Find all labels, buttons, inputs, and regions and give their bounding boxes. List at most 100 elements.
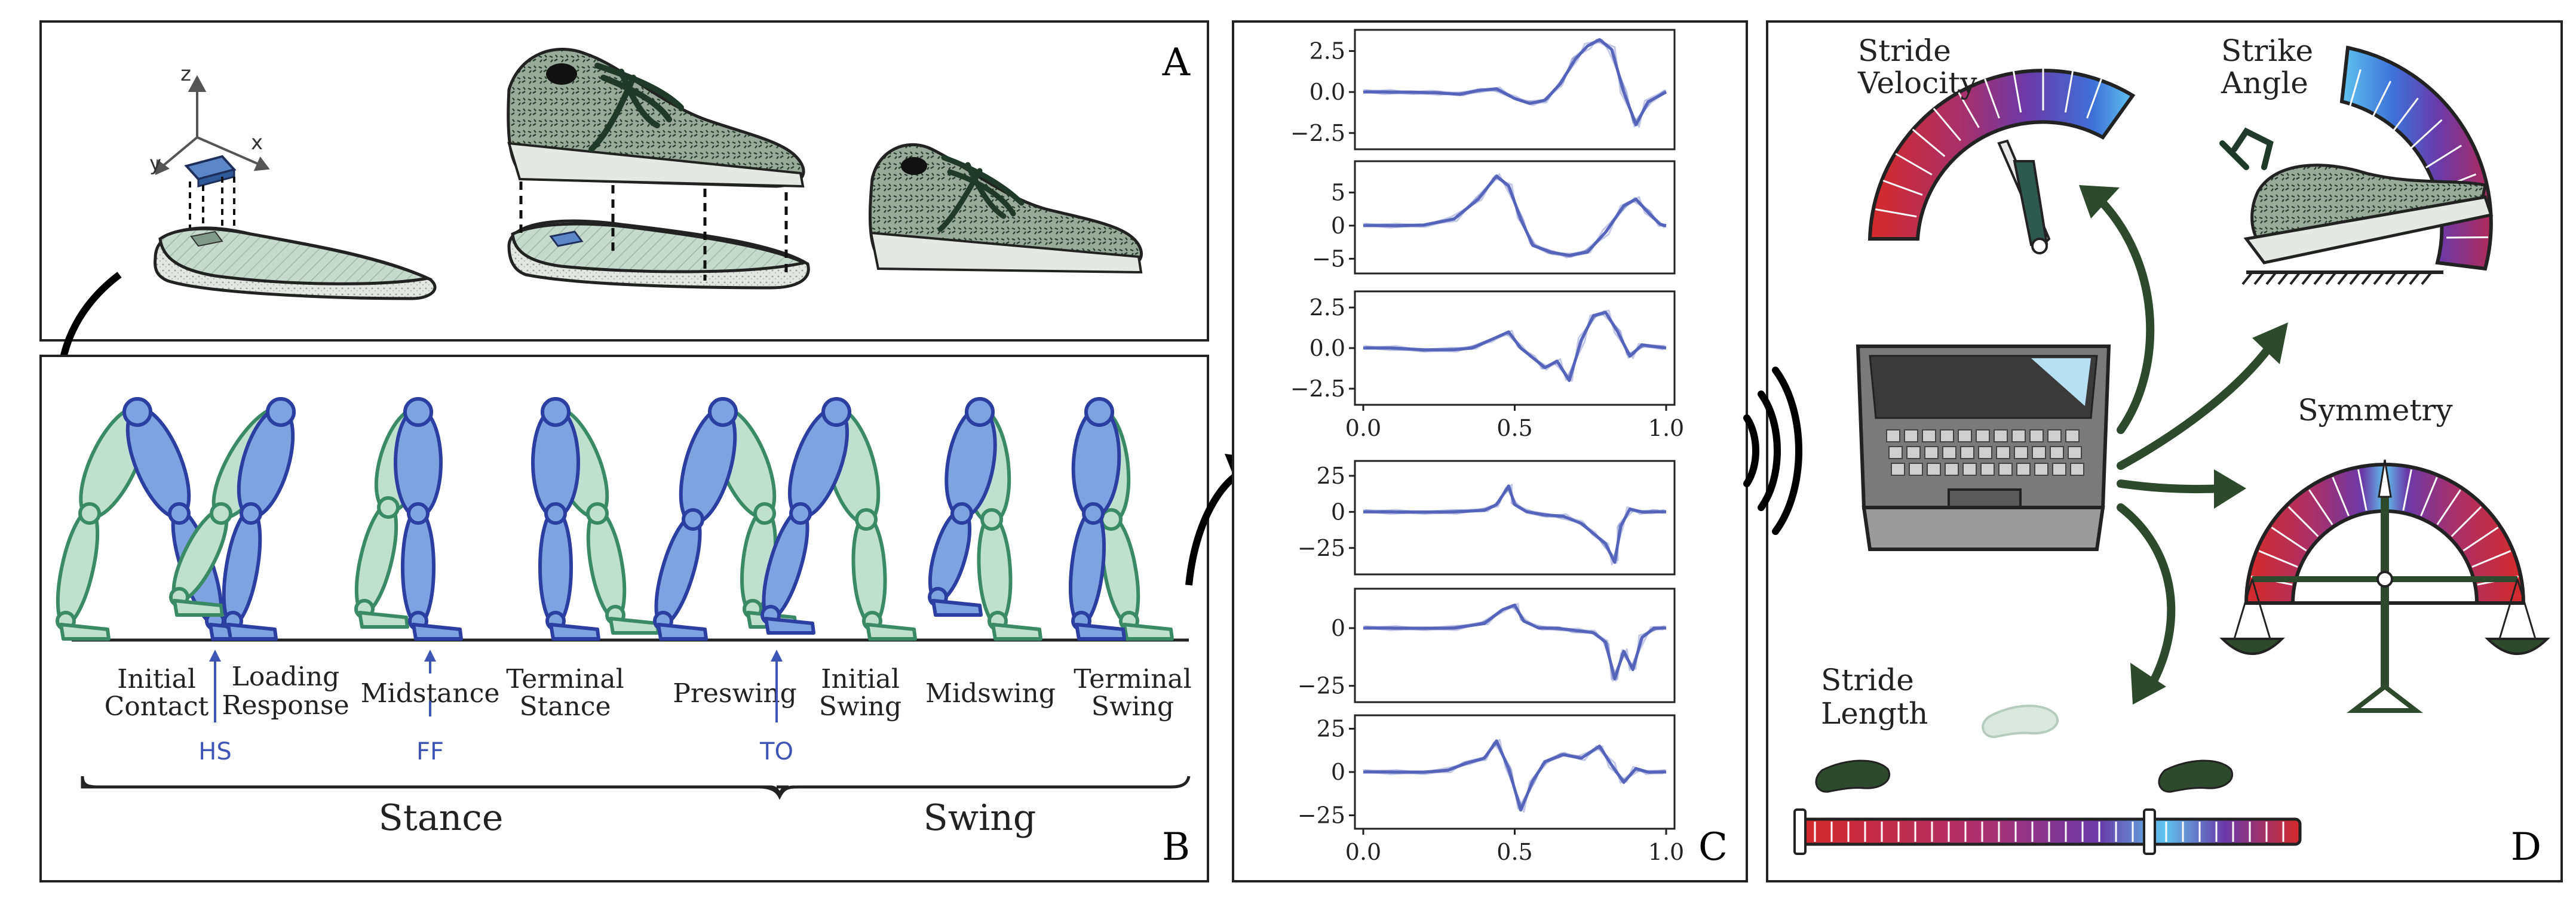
phase-label-initial-contact-2: Contact <box>105 691 209 722</box>
laptop-key <box>2032 446 2046 459</box>
laptop-key <box>1998 463 2013 476</box>
phase-label-midswing: Midswing <box>925 678 1056 709</box>
x-tick-label: 1.0 <box>1648 415 1684 441</box>
event-ff: FF <box>416 738 444 765</box>
gait-pose-4 <box>531 397 660 641</box>
symmetry-label: Symmetry <box>2298 393 2453 428</box>
panel-b-letter: B <box>1162 825 1190 869</box>
footprint-right-icon <box>2158 759 2233 793</box>
y-tick-label: 0 <box>1331 499 1345 525</box>
y-tick-label: 2.5 <box>1310 294 1345 321</box>
stride-velocity-gauge <box>1867 69 2136 254</box>
footprint-left-icon <box>1815 759 1890 793</box>
gait-event-markers <box>209 650 783 722</box>
panel-d-letter: D <box>2511 825 2541 869</box>
signal-trace <box>1363 741 1664 810</box>
phase-label-loading-response-1: Loading <box>232 662 340 692</box>
group-stance: Stance <box>379 797 504 839</box>
laptop-key <box>1940 429 1954 442</box>
event-to: TO <box>759 738 793 765</box>
phase-label-initial-contact-1: Initial <box>117 664 196 694</box>
event-hs: HS <box>198 738 231 765</box>
chart-frame <box>1354 160 1676 275</box>
gait-cycle-legs <box>56 397 1174 641</box>
signal-line <box>1363 310 1667 382</box>
laptop-key <box>1945 463 1959 476</box>
panel-d: D <box>1743 20 2563 882</box>
signal-line <box>1363 174 1667 257</box>
insole-icon <box>154 226 437 300</box>
laptop-key <box>1996 446 2010 459</box>
laptop-key <box>2047 429 2062 442</box>
y-tick-label: −2.5 <box>1290 376 1345 402</box>
panel-c-letter: C <box>1698 825 1728 869</box>
front-leg <box>760 397 851 635</box>
y-tick-label: 0 <box>1331 759 1345 785</box>
shoe-icon <box>868 143 1143 274</box>
y-tick-label: −25 <box>1298 802 1345 829</box>
axes-icon <box>155 75 270 176</box>
laptop-key <box>1994 429 2008 442</box>
laptop-key <box>1891 463 1905 476</box>
gait-pose-3 <box>354 397 463 641</box>
laptop-key <box>2050 446 2064 459</box>
swing-brace <box>778 776 1191 798</box>
y-tick-label: 25 <box>1317 716 1345 742</box>
y-tick-label: 0 <box>1331 213 1345 239</box>
stride-velocity-label-1: Stride <box>1858 33 1951 68</box>
phase-label-loading-response-2: Response <box>222 690 349 721</box>
axis-x-label: x <box>251 131 263 155</box>
laptop-key <box>1976 429 1990 442</box>
front-leg <box>1069 397 1126 641</box>
laptop-key <box>1927 463 1941 476</box>
gait-pose-8 <box>1069 397 1174 641</box>
wireless-signal-icon <box>1743 367 1802 535</box>
y-tick-label: −25 <box>1298 535 1345 561</box>
strike-angle-gauge <box>2219 45 2494 285</box>
signal-chart-1: 2.50.0−2.5 <box>1290 29 1676 150</box>
laptop-key <box>1962 463 1977 476</box>
x-tick-label: 0.0 <box>1345 839 1381 865</box>
laptop-key <box>1960 446 1974 459</box>
phase-label-initial-swing-1: Initial <box>821 664 900 694</box>
stride-velocity-label-2: Velocity <box>1857 66 1977 100</box>
y-tick-label: 25 <box>1317 463 1345 489</box>
laptop-key <box>2052 463 2066 476</box>
laptop-key <box>2029 429 2044 442</box>
front-leg <box>653 397 738 641</box>
phase-label-terminal-stance-2: Stance <box>519 691 611 722</box>
laptop-key <box>1904 429 1918 442</box>
laptop-key <box>2070 463 2084 476</box>
laptop-key <box>1909 463 1923 476</box>
laptop-key <box>1888 446 1903 459</box>
laptop-key <box>2016 463 2031 476</box>
symmetry-needle <box>2378 459 2392 498</box>
phase-label-terminal-swing-2: Swing <box>1091 691 1174 722</box>
signal-chart-4: 25 0 −25 <box>1298 460 1676 576</box>
signal-trace <box>1366 739 1667 813</box>
signal-line <box>1363 603 1666 681</box>
signal-chart-5: 0−25 <box>1298 588 1676 703</box>
laptop-key <box>1978 446 1992 459</box>
y-tick-label: −2.5 <box>1290 120 1345 146</box>
front-leg <box>394 397 463 641</box>
stride-length-label-1: Stride <box>1821 663 1914 697</box>
signal-line <box>1363 739 1666 812</box>
axis-y-label: y <box>149 152 161 176</box>
strike-angle-label-2: Angle <box>2221 66 2308 100</box>
phase-label-preswing: Preswing <box>673 678 797 709</box>
x-tick-label: 1.0 <box>1648 839 1684 865</box>
output-arrows <box>2099 199 2274 691</box>
laptop-icon <box>1856 345 2111 551</box>
y-tick-label: −5 <box>1312 245 1345 272</box>
panel-a-letter: A <box>1162 41 1191 85</box>
laptop-key <box>1924 446 1939 459</box>
x-tick-label: 0.0 <box>1345 415 1381 441</box>
gait-pose-2 <box>169 397 296 641</box>
phase-label-initial-swing-2: Swing <box>819 691 901 722</box>
y-tick-label: 2.5 <box>1310 38 1345 64</box>
stride-length-label-2: Length <box>1821 696 1928 731</box>
x-tick-label: 0.5 <box>1496 415 1532 441</box>
